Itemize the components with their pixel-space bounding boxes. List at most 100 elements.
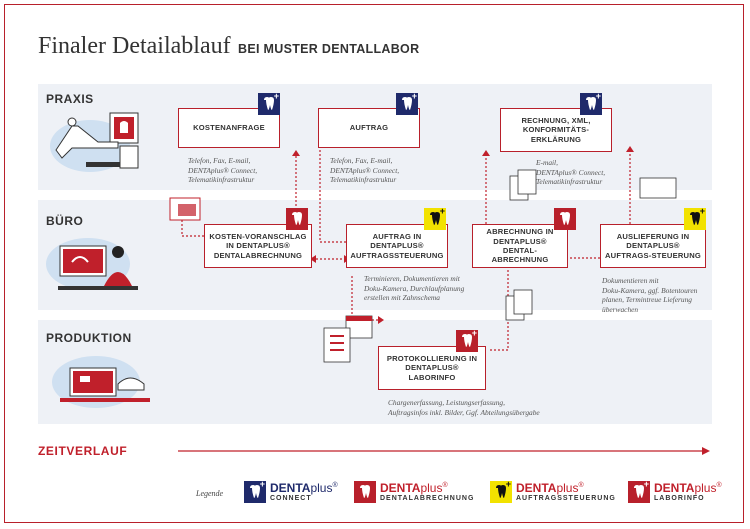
legend-title: Legende xyxy=(196,489,224,498)
note-line: Dokumentieren mit xyxy=(602,276,659,285)
legend-sub: CONNECT xyxy=(270,495,312,502)
legend-brand: DENTAplus® xyxy=(380,481,474,495)
plus-icon: + xyxy=(273,91,279,101)
note-auslieferung: Dokumentieren mit Doku-Kamera, ggf. Bote… xyxy=(602,276,697,315)
title-sub: BEI MUSTER DENTALLABOR xyxy=(238,42,420,56)
plus-icon: + xyxy=(643,479,649,489)
legend-brand-light: plus xyxy=(420,481,443,495)
tooth-icon xyxy=(292,212,302,225)
note-kostenanfrage: Telefon, Fax, E-mail, DENTAplus® Connect… xyxy=(188,156,257,185)
tooth-icon xyxy=(690,212,700,225)
box-rechnung: RECHNUNG, XML, KONFORMITÄTS-ERKLÄRUNG xyxy=(500,108,612,152)
note-line: erstellen mit Zahnschema xyxy=(364,293,440,303)
badge-laborinfo-protokollierung: + xyxy=(456,329,478,352)
legend-item-auftragssteuerung: + DENTAplus® AUFTRAGSSTEUERUNG xyxy=(490,479,616,503)
badge-auftragssteuerung-auslieferung: + xyxy=(684,206,706,230)
tooth-icon xyxy=(402,97,412,110)
note-line: Chargenerfassung, Leistungserfassung, xyxy=(388,398,505,407)
badge-dentalabrechnung-abrechnung xyxy=(554,208,576,230)
legend-badge-laborinfo: + xyxy=(628,479,650,503)
note-line: Telematikinfrastruktur xyxy=(536,177,603,187)
legend-brand: DENTAplus® xyxy=(270,481,338,495)
plus-icon: + xyxy=(699,206,705,216)
tooth-icon xyxy=(586,97,596,110)
badge-connect-auftrag: + xyxy=(396,91,418,115)
box-kostenvoranschlag: KOSTEN-VORANSCHLAG IN DENTAPLUS® DENTALA… xyxy=(204,224,312,268)
legend-brand-reg: ® xyxy=(332,482,338,489)
tooth-icon xyxy=(250,485,260,498)
lane-label-praxis: PRAXIS xyxy=(46,92,94,106)
legend-item-dentalabrechnung: DENTAplus® DENTALABRECHNUNG xyxy=(354,481,474,503)
legend-brand-bold: DENTA xyxy=(270,481,311,495)
legend-sub: AUFTRAGSSTEUERUNG xyxy=(516,495,616,502)
tooth-icon xyxy=(496,485,506,498)
page-frame xyxy=(4,4,744,523)
note-line: Telefon, Fax, E-mail, xyxy=(330,156,393,165)
plus-icon: + xyxy=(505,479,511,489)
legend-brand-reg: ® xyxy=(442,482,448,489)
legend-badge-connect: + xyxy=(244,479,266,503)
note-auftrag-steuerung: Terminieren, Dokumentieren mit Doku-Kame… xyxy=(364,274,464,303)
note-line: überwachen xyxy=(602,304,639,314)
note-line: Telematikinfrastruktur xyxy=(330,175,397,185)
calendar-icon xyxy=(345,315,373,339)
tooth-icon xyxy=(634,485,644,498)
legend-item-connect: + DENTAplus® CONNECT xyxy=(244,479,338,503)
lane-label-produktion: PRODUKTION xyxy=(46,331,132,345)
page-title: Finaler Detailablauf BEI MUSTER DENTALLA… xyxy=(38,33,419,60)
legend-sub: LABORINFO xyxy=(654,495,705,502)
plus-icon: + xyxy=(411,91,417,101)
plus-icon: + xyxy=(439,206,445,216)
legend-brand-reg: ® xyxy=(578,482,584,489)
note-line: DENTAplus® Connect, xyxy=(330,165,400,175)
note-line: Terminieren, Dokumentieren mit xyxy=(364,274,460,283)
note-auftrag: Telefon, Fax, E-mail, DENTAplus® Connect… xyxy=(330,156,399,185)
tooth-icon xyxy=(560,212,570,225)
box-protokollierung: PROTOKOLLIERUNG IN DENTAPLUS® LABORINFO xyxy=(378,346,486,390)
legend-brand-bold: DENTA xyxy=(516,481,557,495)
envelope-icon xyxy=(169,197,201,221)
legend-item-laborinfo: + DENTAplus® LABORINFO xyxy=(628,479,722,503)
note-line: DENTAplus® Connect, xyxy=(536,167,606,177)
badge-connect-kostenanfrage: + xyxy=(258,91,280,115)
document-icon xyxy=(505,169,677,321)
title-main: Finaler Detailablauf xyxy=(38,33,231,59)
lane-label-buero: BÜRO xyxy=(46,214,84,228)
plus-icon: + xyxy=(259,479,265,489)
box-auslieferung: AUSLIEFERUNG IN DENTAPLUS® AUFTRAGS-STEU… xyxy=(600,224,706,268)
badge-auftragssteuerung-auftrag: + xyxy=(424,206,446,230)
box-abrechnung: ABRECHNUNG IN DENTAPLUS® DENTAL-ABRECHNU… xyxy=(472,224,568,268)
legend-brand: DENTAplus® xyxy=(516,481,616,495)
badge-dentalabrechnung-kva xyxy=(286,208,308,230)
note-line: Doku-Kamera, Durchlaufplanung xyxy=(364,283,465,293)
note-line: E-mail, xyxy=(536,158,558,167)
lane-produktion xyxy=(38,320,712,424)
legend-brand: DENTAplus® xyxy=(654,481,722,495)
box-auftrag-steuerung: AUFTRAG IN DENTAPLUS® AUFTRAGSSTEUERUNG xyxy=(346,224,448,268)
tooth-icon xyxy=(360,485,370,498)
note-line: planen, Termintreue Lieferung xyxy=(602,295,692,305)
dentist-chair-illustration xyxy=(50,112,139,172)
tooth-icon xyxy=(462,334,472,347)
note-rechnung: E-mail, DENTAplus® Connect, Telematikinf… xyxy=(536,158,605,187)
legend-sub: DENTALABRECHNUNG xyxy=(380,495,475,502)
note-line: Telefon, Fax, E-mail, xyxy=(188,156,251,165)
office-worker-illustration xyxy=(46,238,138,290)
legend-brand-light: plus xyxy=(310,481,333,495)
legend-badge-auftragssteuerung: + xyxy=(490,479,512,503)
legend-badge-dentalabrechnung xyxy=(354,481,376,503)
legend-brand-reg: ® xyxy=(716,482,722,489)
note-line: Auftragsinfos inkl. Bilder, Ggf. Abteilu… xyxy=(388,407,540,417)
tooth-icon xyxy=(430,212,440,225)
note-line: Telematikinfrastruktur xyxy=(188,175,255,185)
legend-brand-bold: DENTA xyxy=(380,481,421,495)
plus-icon: + xyxy=(595,91,601,101)
legend-brand-light: plus xyxy=(556,481,579,495)
timeline-arrow xyxy=(178,447,710,455)
timeline-label: ZEITVERLAUF xyxy=(38,444,128,458)
note-protokollierung: Chargenerfassung, Leistungserfassung, Au… xyxy=(388,398,540,417)
production-illustration xyxy=(52,356,150,408)
tooth-icon xyxy=(264,97,274,110)
legend-brand-bold: DENTA xyxy=(654,481,695,495)
